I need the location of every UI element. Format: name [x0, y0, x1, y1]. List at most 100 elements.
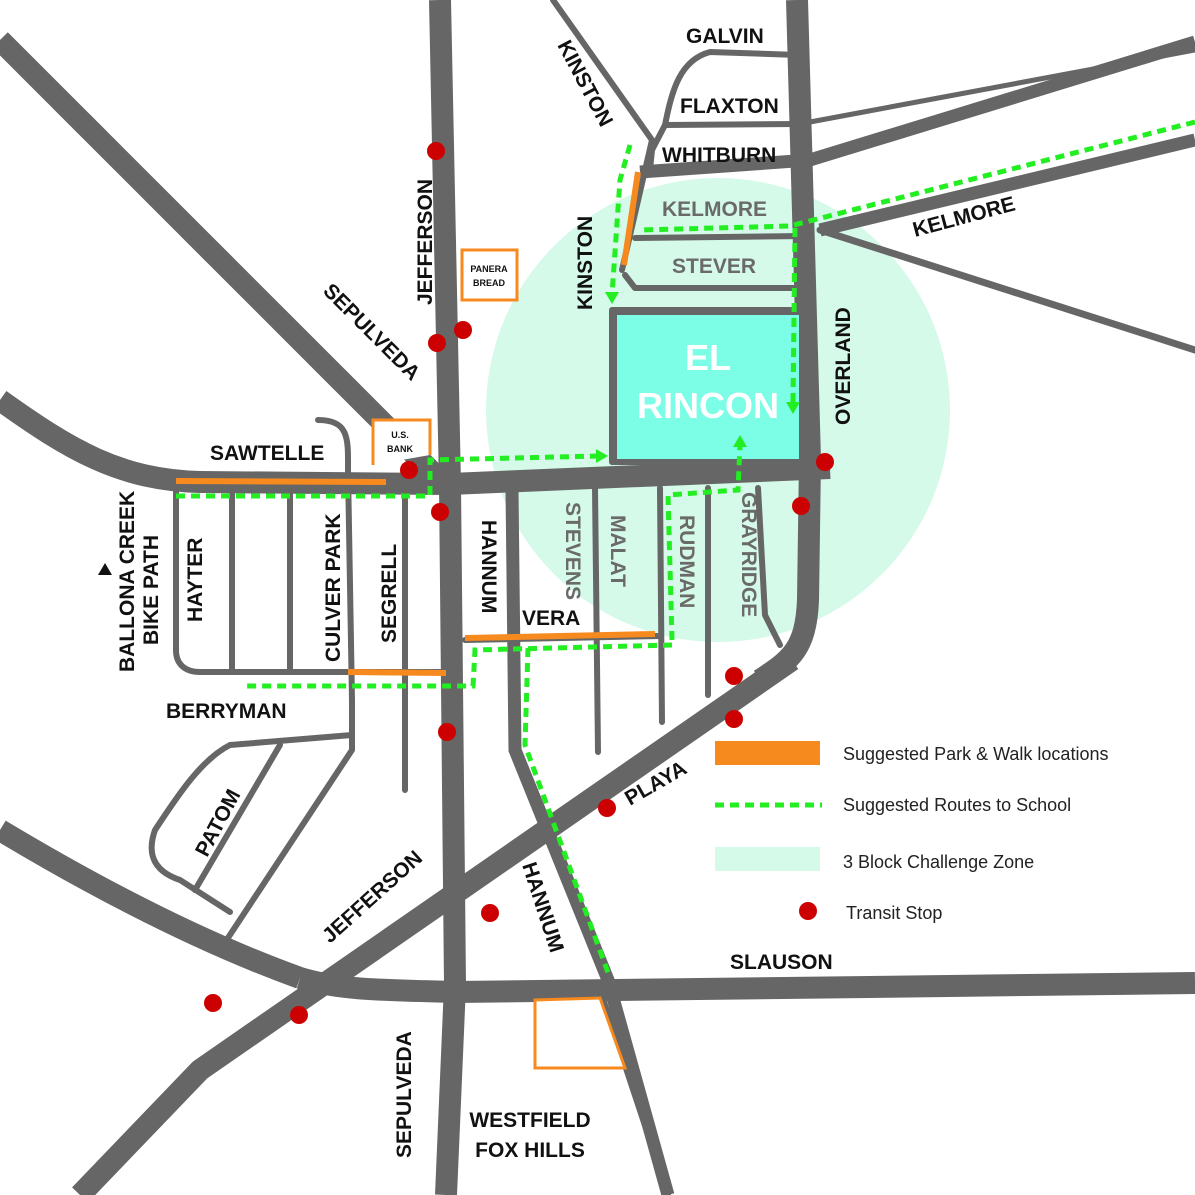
label-hannum-top: HANNUM — [477, 520, 500, 613]
slauson-road — [296, 967, 1195, 1004]
transit-stop — [431, 503, 449, 521]
label-jefferson-top: JEFFERSON — [414, 179, 437, 305]
medium-roads — [505, 35, 1195, 1195]
legend-transit-swatch — [799, 902, 817, 920]
transit-stop — [725, 710, 743, 728]
flaxton-east-road — [807, 47, 1195, 125]
sepulveda-lower-road — [597, 987, 671, 1195]
label-stevens: STEVENS — [561, 502, 584, 600]
label-culver-park: CULVER PARK — [322, 513, 345, 662]
legend: Suggested Park & Walk locations Suggeste… — [715, 741, 1108, 923]
flaxton-road — [662, 121, 801, 128]
route-vera-berryman — [245, 642, 673, 689]
hannum-road — [505, 489, 675, 1195]
label-malat: MALAT — [606, 515, 629, 587]
legend-transit-label: Transit Stop — [846, 903, 942, 923]
transit-stop — [792, 497, 810, 515]
label-berryman: BERRYMAN — [166, 700, 287, 723]
park-walk-vera — [464, 631, 656, 641]
panera-bread-box — [460, 248, 519, 302]
route-kelmore — [639, 119, 1195, 233]
kinston-upper-road — [550, 0, 655, 143]
transit-stops — [204, 142, 834, 1024]
transit-stop — [598, 799, 616, 817]
legend-park-walk-label: Suggested Park & Walk locations — [843, 744, 1108, 764]
label-vera: VERA — [522, 607, 580, 630]
label-kinston-top: KINSTON — [553, 37, 617, 131]
route-kinston-arrow — [605, 292, 619, 304]
us-bank-box — [371, 418, 432, 465]
route-rudman — [665, 444, 743, 641]
label-rudman: RUDMAN — [675, 515, 698, 608]
route-hannum — [522, 647, 613, 979]
panera-label-line1: PANERA — [470, 264, 508, 274]
legend-zone-swatch — [715, 847, 820, 871]
route-rudman-arrow — [733, 435, 747, 447]
street-labels: GALVIN FLAXTON WHITBURN KELMORE STEVER K… — [116, 25, 1018, 1162]
route-sawtelle-arrow — [596, 449, 608, 463]
label-stever: STEVER — [672, 255, 756, 278]
kelmore-east-road — [816, 226, 1195, 354]
label-westfield-line1: WESTFIELD — [469, 1109, 590, 1132]
whitburn-road — [639, 35, 1195, 179]
label-bike-path-line1: BALLONA CREEK — [116, 491, 139, 672]
label-kinston-mid: KINSTON — [574, 216, 597, 310]
label-kelmore-inner: KELMORE — [662, 198, 767, 221]
westfield-lot — [533, 996, 628, 1070]
legend-route-label: Suggested Routes to School — [843, 795, 1071, 815]
route-sawtelle — [176, 453, 599, 499]
playa-road — [72, 650, 799, 1195]
label-bike-path-line2: BIKE PATH — [140, 535, 163, 645]
route-kinston — [609, 144, 633, 296]
patom-inner-road — [192, 742, 283, 893]
school-block — [611, 309, 805, 465]
suggested-routes — [176, 119, 1195, 979]
malat-road — [657, 485, 665, 725]
hayter-berryman-loop — [173, 487, 458, 675]
label-whitburn: WHITBURN — [662, 144, 776, 167]
legend-park-walk-swatch — [715, 741, 820, 765]
patom-loop — [148, 732, 355, 915]
bike-path-marker-icon — [98, 563, 112, 575]
panera-label-line2: BREAD — [473, 278, 506, 288]
label-sepulveda-bottom: SEPULVEDA — [393, 1031, 416, 1158]
transit-stop — [816, 453, 834, 471]
transit-stop — [400, 461, 418, 479]
jefferson-lower-road — [0, 820, 304, 989]
us-bank-label-line2: BANK — [387, 444, 413, 454]
kelmore-inner-road — [632, 233, 808, 241]
label-slauson: SLAUSON — [730, 951, 833, 974]
label-overland: OVERLAND — [832, 307, 855, 425]
label-westfield-line2: FOX HILLS — [475, 1139, 585, 1162]
stevens-road — [592, 485, 601, 755]
park-walk-kinston — [621, 171, 641, 266]
transit-stop — [725, 667, 743, 685]
label-segrell: SEGRELL — [378, 544, 401, 643]
label-hayter: HAYTER — [184, 538, 207, 622]
jefferson-road — [429, 0, 467, 1195]
transit-stop — [204, 994, 222, 1012]
grayridge-road — [755, 485, 783, 648]
label-flaxton: FLAXTON — [680, 95, 779, 118]
kelmore-road — [818, 133, 1195, 237]
stever-road — [622, 272, 808, 291]
us-bank-label-line1: U.S. — [391, 430, 409, 440]
culver-park-road — [315, 417, 355, 703]
sepulveda-road — [0, 32, 453, 493]
label-sawtelle: SAWTELLE — [210, 442, 324, 465]
school-name-line1: EL — [685, 337, 731, 378]
transit-stop — [290, 1006, 308, 1024]
transit-stop — [454, 321, 472, 339]
route-overland-arrow — [786, 402, 800, 414]
label-galvin: GALVIN — [686, 25, 764, 48]
transit-stop — [427, 142, 445, 160]
school-name-line2: RINCON — [637, 385, 779, 426]
park-walk-berryman — [347, 669, 447, 676]
park-walk-sawtelle — [175, 478, 387, 485]
minor-streets — [148, 0, 1195, 953]
legend-zone-label: 3 Block Challenge Zone — [843, 852, 1034, 872]
transit-stop — [428, 334, 446, 352]
transit-stop — [481, 904, 499, 922]
transit-stop — [438, 723, 456, 741]
